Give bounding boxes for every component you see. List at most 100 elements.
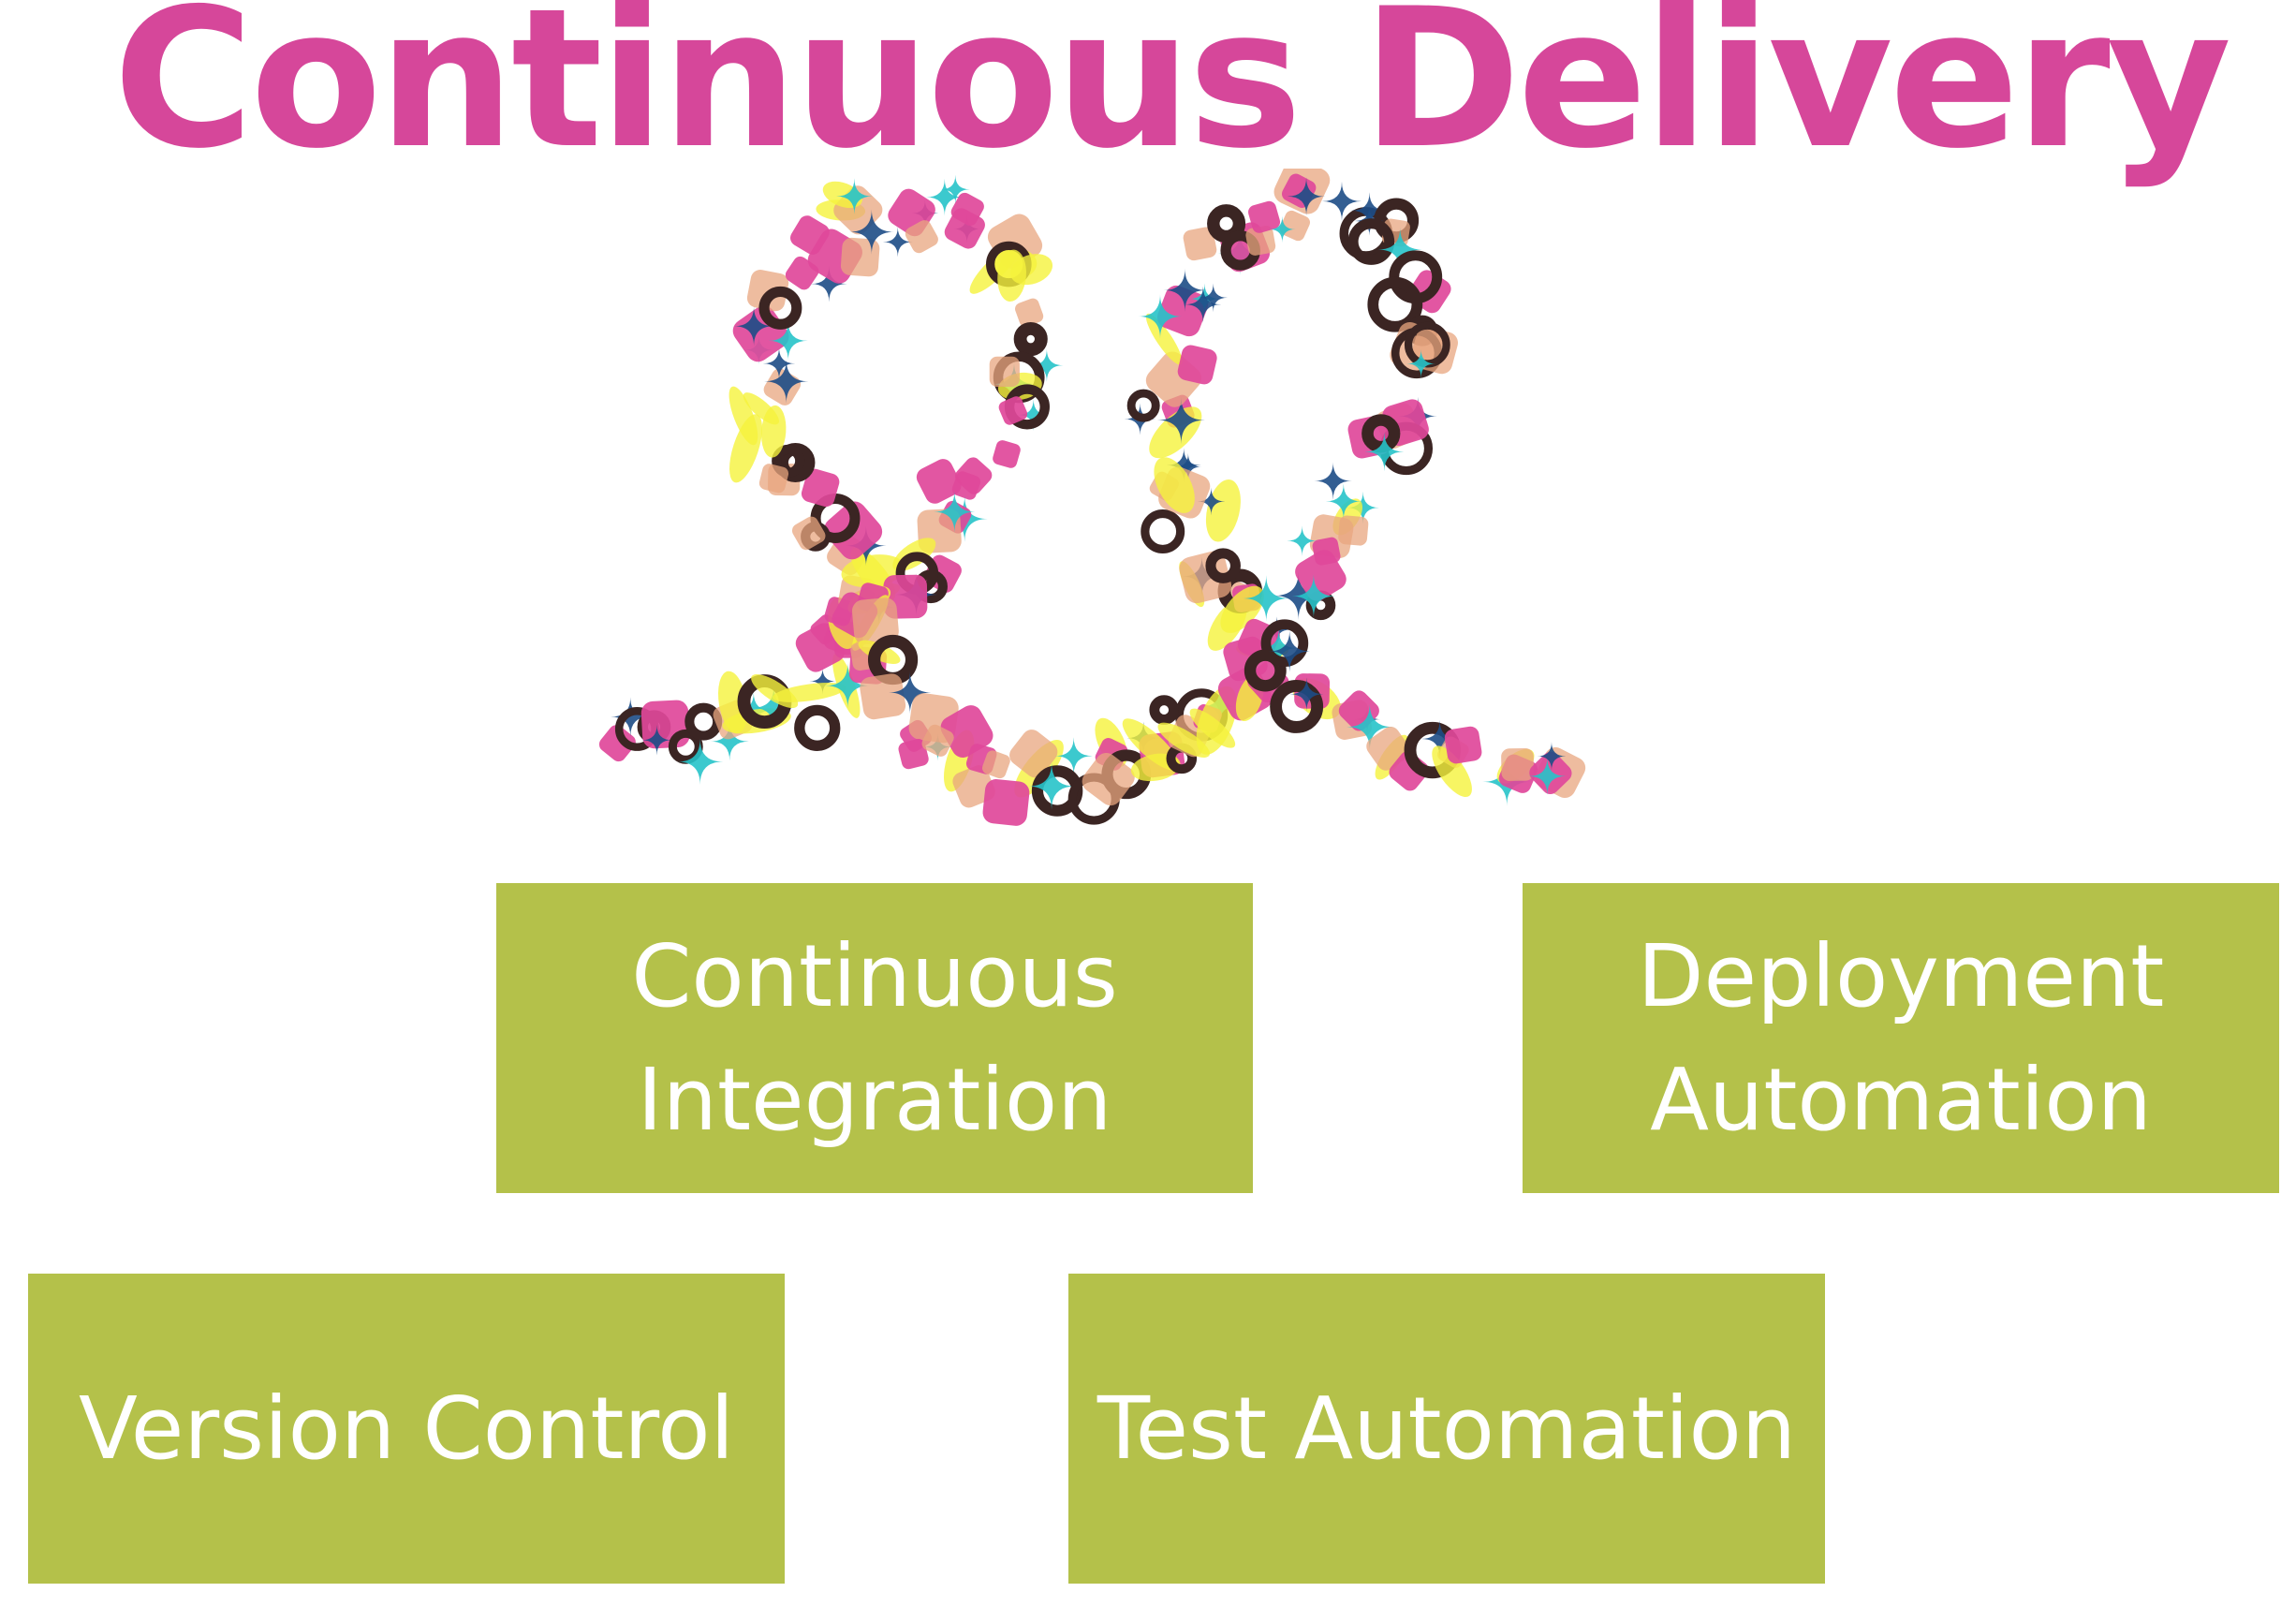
confetti-teal-shape [1406, 348, 1436, 378]
confetti-peach-shape [791, 516, 826, 551]
confetti-yellow-shape [1122, 718, 1180, 771]
confetti-navy-shape [882, 227, 913, 258]
confetti-peach-shape [1009, 730, 1058, 778]
confetti-pink-shape [898, 739, 929, 770]
confetti-peach-shape [1501, 748, 1535, 781]
confetti-brown-shape [1347, 218, 1395, 265]
confetti-navy-shape [1287, 177, 1326, 216]
confetti-navy-shape [1166, 448, 1201, 483]
confetti-pink-shape [982, 779, 1030, 826]
confetti-navy-shape [1197, 487, 1226, 516]
test-automation-box: Test Automation [1068, 1274, 1825, 1584]
confetti-teal-shape [1377, 228, 1422, 272]
confetti-navy-shape [1321, 181, 1362, 221]
confetti-navy-shape [762, 346, 796, 380]
confetti-teal-shape [1325, 483, 1361, 520]
confetti-yellow-shape [772, 683, 846, 702]
confetti-navy-shape [809, 668, 836, 695]
confetti-teal-shape [934, 491, 976, 533]
confetti-peach-shape [1015, 298, 1044, 327]
confetti-teal-shape [1259, 629, 1298, 667]
confetti-teal-shape [1287, 525, 1317, 556]
confetti-navy-shape [889, 671, 932, 715]
confetti-navy-shape [733, 305, 774, 346]
confetti-yellow-shape [743, 392, 779, 425]
confetti-teal-shape [836, 178, 873, 214]
confetti-yellow-shape [997, 249, 1026, 302]
confetti-navy-shape [1420, 720, 1459, 758]
confetti-peach-shape [758, 464, 789, 494]
confetti-teal-shape [925, 178, 964, 216]
confetti-pink-shape [1444, 726, 1482, 764]
confetti-yellow-shape [1205, 479, 1241, 542]
confetti-teal-shape [1364, 432, 1405, 472]
confetti-yellow-shape [1154, 457, 1195, 513]
confetti-brown-shape [758, 286, 802, 330]
confetti-pink-shape [998, 396, 1028, 425]
confetti-brown-shape [1270, 679, 1324, 733]
confetti-peach-shape [1245, 226, 1276, 256]
confetti-peach-shape [989, 356, 1020, 387]
confetti-pink-shape [801, 468, 840, 508]
confetti-navy-shape [1314, 462, 1352, 500]
confetti-brown-shape [1205, 548, 1241, 583]
confetti-teal-shape [1054, 737, 1093, 775]
confetti-pink-shape [598, 725, 636, 762]
confetti-navy-shape [611, 697, 651, 737]
confetti-pink-shape [1248, 200, 1281, 233]
confetti-peach-shape [860, 673, 906, 720]
confetti-peach-shape [746, 270, 789, 312]
confetti-pink-shape [993, 440, 1021, 468]
confetti-teal-shape [710, 722, 749, 761]
confetti-pink-shape [640, 700, 690, 749]
confetti-pink-shape [916, 459, 962, 504]
confetti-pink-shape [1295, 550, 1347, 601]
confetti-pink-shape [954, 457, 993, 494]
confetti-peach-shape [1183, 227, 1217, 261]
confetti-teal-shape [1269, 215, 1296, 243]
confetti-teal-shape [1291, 574, 1336, 618]
confetti-peach-shape [840, 237, 880, 277]
continuous-integration-box: Continuous Integration [496, 883, 1253, 1193]
deployment-automation-label: Deployment Automation [1637, 925, 2165, 1150]
confetti-navy-shape [764, 359, 809, 404]
confetti-brown-shape [1149, 695, 1179, 725]
confetti-navy-shape [1537, 742, 1567, 771]
confetti-brown-shape [684, 702, 723, 741]
confetti-yellow-shape [1145, 313, 1183, 365]
confetti-teal-shape [1138, 294, 1183, 339]
confetti-yellow-shape [729, 386, 758, 446]
confetti-teal-shape [677, 738, 724, 786]
confetti-navy-shape [1156, 396, 1205, 445]
version-control-box: Version Control [28, 1274, 785, 1584]
confetti-teal-shape [1030, 348, 1064, 382]
confetti-brown-shape [1367, 276, 1423, 332]
test-automation-label: Test Automation [1096, 1378, 1797, 1479]
confetti-yellow-shape [1157, 722, 1210, 758]
confetti-teal-shape [825, 663, 871, 709]
deployment-automation-box: Deployment Automation [1523, 883, 2279, 1193]
confetti-peach-shape [851, 597, 899, 645]
confetti-peach-shape [1279, 210, 1310, 242]
confetti-teal-shape [1027, 762, 1076, 810]
confetti-pink-shape [944, 208, 985, 249]
confetti-yellow-shape [1432, 745, 1472, 798]
confetti-navy-shape [641, 724, 672, 756]
confetti-teal-shape [1243, 575, 1290, 622]
confetti-teal-shape [1017, 399, 1050, 431]
confetti-navy-shape [1289, 677, 1324, 712]
confetti-navy-shape [1199, 283, 1228, 313]
continuous-integration-label: Continuous Integration [631, 925, 1118, 1150]
confetti-peach-shape [1338, 515, 1369, 546]
confetti-teal-shape [1346, 703, 1393, 751]
confetti-navy-shape [1268, 630, 1311, 672]
confetti-peach-shape [921, 724, 954, 757]
confetti-navy-shape [810, 265, 847, 302]
confetti-navy-shape [1163, 268, 1207, 312]
page-title: Continuous Delivery [112, 0, 2232, 191]
confetti-teal-shape [1347, 491, 1379, 524]
confetti-peach-shape [905, 220, 938, 254]
confetti-brown-shape [1126, 389, 1160, 422]
confetti-double-loop-icon [598, 169, 1586, 826]
confetti-peach-shape [1082, 753, 1135, 806]
